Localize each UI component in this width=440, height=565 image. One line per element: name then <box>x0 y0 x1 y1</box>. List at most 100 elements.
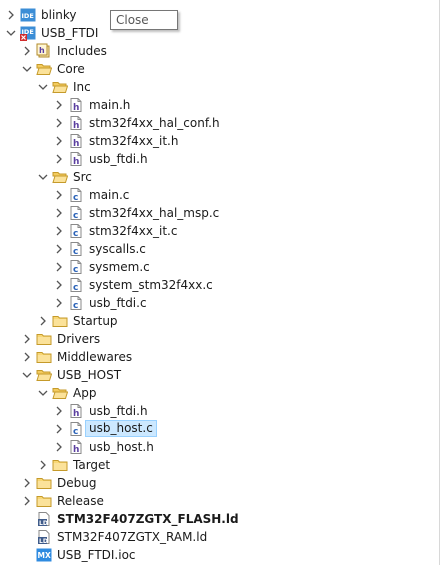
chevron-right-icon[interactable] <box>21 45 33 57</box>
folder-icon <box>36 349 52 365</box>
c-file-icon: c <box>68 223 84 239</box>
svg-text:c: c <box>73 229 78 239</box>
svg-text:h: h <box>73 445 79 455</box>
c-file-icon: c <box>68 241 84 257</box>
svg-text:h: h <box>73 157 79 167</box>
tree-item-blinky[interactable]: IDE blinky <box>0 6 440 24</box>
tree-item-app-usb-ftdi-h[interactable]: h usb_ftdi.h <box>0 402 440 420</box>
tree-item-sysmem-c[interactable]: c sysmem.c <box>0 258 440 276</box>
chevron-down-icon[interactable] <box>37 387 49 399</box>
header-file-icon: h <box>68 97 84 113</box>
folder-icon <box>36 475 52 491</box>
tree-item-usb-ftdi[interactable]: IDE USB_FTDI <box>0 24 440 42</box>
chevron-right-icon[interactable] <box>37 315 49 327</box>
chevron-down-icon[interactable] <box>37 171 49 183</box>
svg-text:h: h <box>73 121 79 131</box>
chevron-right-icon[interactable] <box>53 225 65 237</box>
c-file-icon: c <box>68 259 84 275</box>
chevron-right-icon[interactable] <box>53 207 65 219</box>
tree-item-usb-ftdi-c[interactable]: c usb_ftdi.c <box>0 294 440 312</box>
chevron-down-icon[interactable] <box>37 81 49 93</box>
tree-item-debug[interactable]: Debug <box>0 474 440 492</box>
tree-item-stm32f4xx-it-h[interactable]: h stm32f4xx_it.h <box>0 132 440 150</box>
tree-item-usb-host-c[interactable]: c usb_host.c <box>0 420 440 438</box>
includes-icon: h <box>36 43 52 59</box>
tree-item-ioc[interactable]: MX USB_FTDI.ioc <box>36 547 136 563</box>
folder-icon <box>52 457 68 473</box>
chevron-right-icon[interactable] <box>53 189 65 201</box>
tree-item-drivers[interactable]: Drivers <box>0 330 440 348</box>
ide-project-icon: IDE <box>20 7 36 23</box>
tree-item-ram-ld[interactable]: LD STM32F407ZGTX_RAM.ld <box>0 528 440 546</box>
tree-item-usb-ftdi-h[interactable]: h usb_ftdi.h <box>0 150 440 168</box>
chevron-down-icon[interactable] <box>21 369 33 381</box>
chevron-right-icon[interactable] <box>21 351 33 363</box>
c-file-icon: c <box>68 421 84 437</box>
chevron-down-icon[interactable] <box>21 63 33 75</box>
folder-open-icon <box>52 169 68 185</box>
chevron-right-icon[interactable] <box>53 297 65 309</box>
chevron-right-icon[interactable] <box>53 423 65 435</box>
chevron-right-icon[interactable] <box>21 333 33 345</box>
ide-project-error-icon: IDE <box>20 25 36 41</box>
svg-text:c: c <box>73 427 78 437</box>
chevron-right-icon[interactable] <box>37 459 49 471</box>
c-file-icon: c <box>68 187 84 203</box>
chevron-right-icon[interactable] <box>53 279 65 291</box>
header-file-icon: h <box>68 151 84 167</box>
tree-item-middlewares[interactable]: Middlewares <box>0 348 440 366</box>
svg-text:h: h <box>39 46 45 55</box>
tree-item-target[interactable]: Target <box>0 456 440 474</box>
chevron-right-icon[interactable] <box>21 477 33 489</box>
tree-item-app[interactable]: App <box>0 384 440 402</box>
tree-item-syscalls-c[interactable]: c syscalls.c <box>0 240 440 258</box>
folder-open-icon <box>52 79 68 95</box>
svg-text:IDE: IDE <box>22 12 34 20</box>
svg-text:c: c <box>73 265 78 275</box>
svg-text:LD: LD <box>39 520 48 527</box>
folder-open-icon <box>36 367 52 383</box>
folder-open-icon <box>36 61 52 77</box>
tree-item-inc[interactable]: Inc <box>0 78 440 96</box>
tree-item-stm32f4xx-it-c[interactable]: c stm32f4xx_it.c <box>0 222 440 240</box>
svg-text:MX: MX <box>38 551 51 560</box>
tree-item-src[interactable]: Src <box>0 168 440 186</box>
chevron-right-icon[interactable] <box>53 117 65 129</box>
header-file-icon: h <box>68 439 84 455</box>
chevron-right-icon[interactable] <box>53 405 65 417</box>
svg-text:LD: LD <box>39 538 48 545</box>
tree-item-release[interactable]: Release <box>0 492 440 510</box>
chevron-right-icon[interactable] <box>53 153 65 165</box>
chevron-right-icon[interactable] <box>53 135 65 147</box>
svg-text:c: c <box>73 211 78 221</box>
tree-item-stm32f4xx-hal-conf-h[interactable]: h stm32f4xx_hal_conf.h <box>0 114 440 132</box>
tree-item-usb-host-h[interactable]: h usb_host.h <box>0 438 440 456</box>
tree-item-includes[interactable]: h Includes <box>0 42 440 60</box>
c-file-icon: c <box>68 295 84 311</box>
c-file-icon: c <box>68 277 84 293</box>
tree-item-startup[interactable]: Startup <box>0 312 440 330</box>
chevron-right-icon[interactable] <box>53 99 65 111</box>
linker-script-icon: LD <box>36 511 52 527</box>
chevron-down-icon[interactable] <box>5 27 17 39</box>
tree-item-core[interactable]: Core <box>0 60 440 78</box>
c-file-icon: c <box>68 205 84 221</box>
chevron-right-icon[interactable] <box>53 243 65 255</box>
tree-item-stm32f4xx-hal-msp-c[interactable]: c stm32f4xx_hal_msp.c <box>0 204 440 222</box>
tree-item-main-h[interactable]: h main.h <box>0 96 440 114</box>
chevron-right-icon[interactable] <box>53 441 65 453</box>
tree-item-system-stm32f4xx-c[interactable]: c system_stm32f4xx.c <box>0 276 440 294</box>
header-file-icon: h <box>68 403 84 419</box>
tree-item-usb-host[interactable]: USB_HOST <box>0 366 440 384</box>
mx-ioc-icon: MX <box>36 547 52 563</box>
chevron-right-icon[interactable] <box>21 495 33 507</box>
svg-text:h: h <box>73 409 79 419</box>
svg-text:c: c <box>73 193 78 203</box>
folder-icon <box>36 493 52 509</box>
tree-item-flash-ld[interactable]: LD STM32F407ZGTX_FLASH.ld <box>0 510 440 528</box>
tree-item-main-c[interactable]: c main.c <box>0 186 440 204</box>
svg-text:IDE: IDE <box>22 28 34 36</box>
chevron-right-icon[interactable] <box>5 9 17 21</box>
chevron-right-icon[interactable] <box>53 261 65 273</box>
